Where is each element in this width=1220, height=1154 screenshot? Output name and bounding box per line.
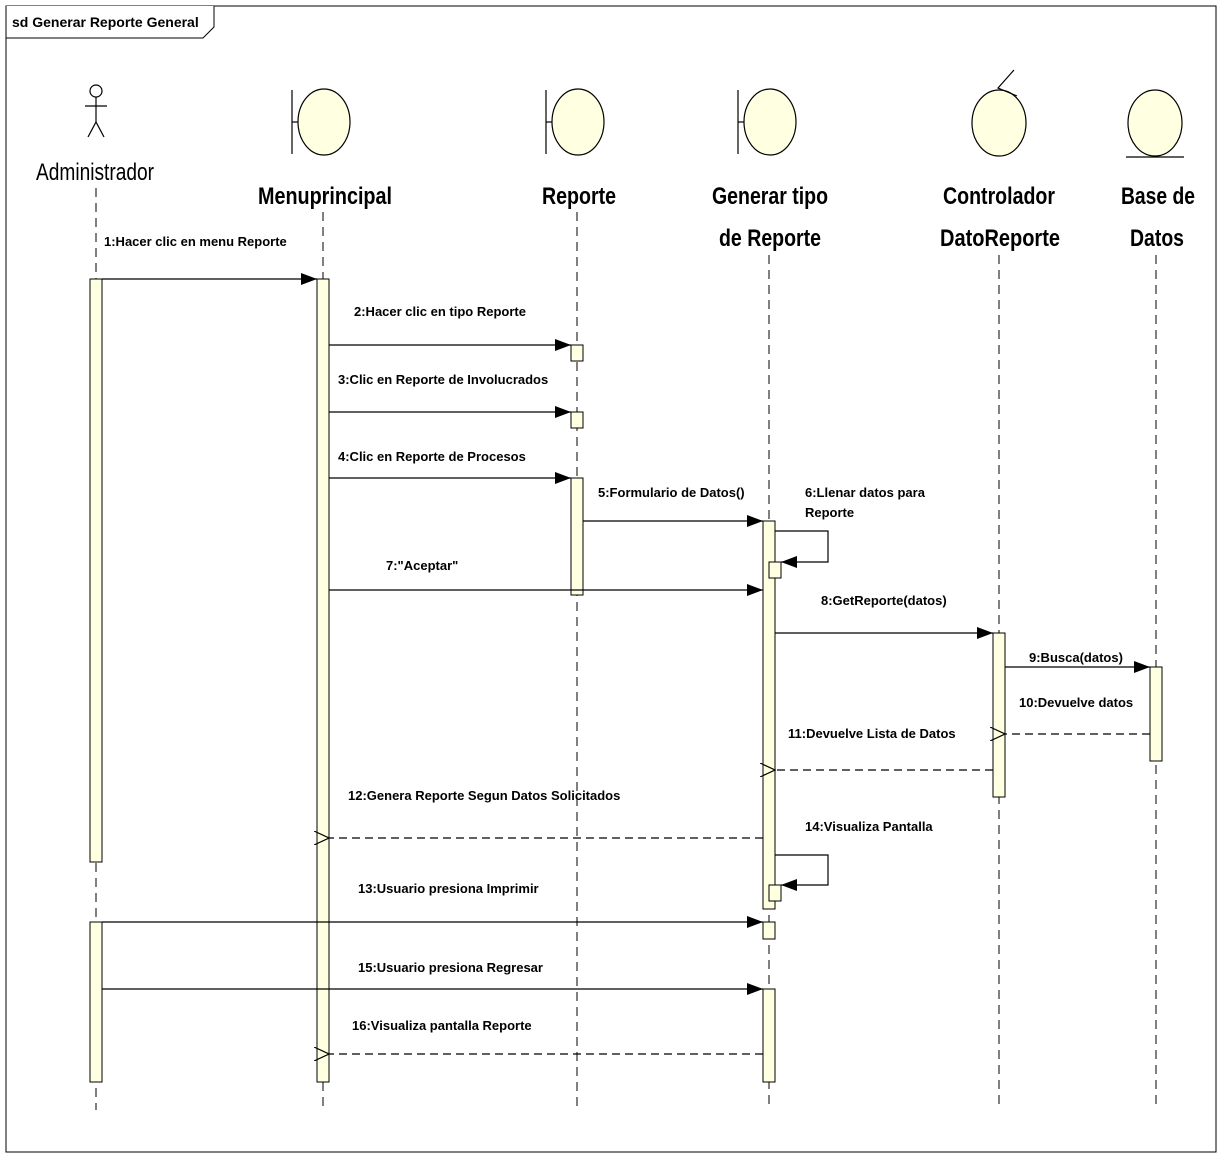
message-6-label-line2: Reporte [805,505,854,520]
activation-administrador-2 [89,921,103,1083]
message-12-label: 12:Genera Reporte Segun Datos Solicitado… [348,788,620,803]
participant-name-menuprincipal: Menuprincipal [258,183,392,210]
frame-border [5,5,1217,1153]
participant-name-generar-line2: de Reporte [719,225,821,252]
message-13-label: 13:Usuario presiona Imprimir [358,881,539,896]
message-2-label: 2:Hacer clic en tipo Reporte [354,304,526,319]
activation-reporte-1 [570,344,584,362]
message-5-label: 5:Formulario de Datos() [598,485,745,500]
message-10-label: 10:Devuelve datos [1019,695,1133,710]
activation-generar-self1 [768,561,782,579]
activation-generar-regresar [762,988,776,1083]
boundary-icon-generar-tipo [737,88,797,156]
participant-name-administrador: Administrador [36,159,154,186]
message-15-label: 15:Usuario presiona Regresar [358,960,543,975]
activation-controlador [992,632,1006,798]
message-7-label: 7:"Aceptar" [386,558,458,573]
actor-icon [85,84,107,138]
message-labels: 1:Hacer clic en menu Reporte 2:Hacer cli… [104,234,1133,1033]
activation-base-datos [1149,666,1163,762]
message-arrows [102,273,1150,1054]
activation-generar-main [762,520,776,910]
activation-reporte-2 [570,411,584,429]
message-8-label: 8:GetReporte(datos) [821,593,947,608]
activation-generar-self2 [768,884,782,902]
participant-name-controlador-line2: DatoReporte [940,225,1060,252]
entity-icon [1126,89,1184,158]
message-6-label-line1: 6:Llenar datos para [805,485,926,500]
message-16-label: 16:Visualiza pantalla Reporte [352,1018,532,1033]
frame-title: sd Generar Reporte General [12,14,199,30]
participant-name-controlador-line1: Controlador [943,183,1055,210]
message-9-label: 9:Busca(datos) [1029,650,1123,665]
activation-reporte-3 [570,477,584,596]
sequence-frame: sd Generar Reporte General [5,5,1217,1153]
message-14-label: 14:Visualiza Pantalla [805,819,933,834]
message-14-arrow [775,854,829,891]
control-icon [971,69,1027,157]
message-11-label: 11:Devuelve Lista de Datos [788,726,956,741]
activation-generar-imprimir [762,921,776,940]
activation-administrador-1 [89,278,103,863]
message-4-label: 4:Clic en Reporte de Procesos [338,449,526,464]
activations [89,278,1163,1083]
frame-title-tab [5,6,215,39]
participant-name-bd-line2: Datos [1130,225,1184,252]
activation-menuprincipal [316,278,330,1083]
message-1-label: 1:Hacer clic en menu Reporte [104,234,287,249]
participant-name-reporte: Reporte [542,183,616,210]
participant-name-generar-line1: Generar tipo [712,183,828,210]
boundary-icon-reporte [545,88,605,156]
participant-name-bd-line1: Base de [1121,183,1195,210]
message-6-arrow [775,530,829,568]
message-3-label: 3:Clic en Reporte de Involucrados [338,372,548,387]
boundary-icon-menuprincipal [291,88,351,156]
